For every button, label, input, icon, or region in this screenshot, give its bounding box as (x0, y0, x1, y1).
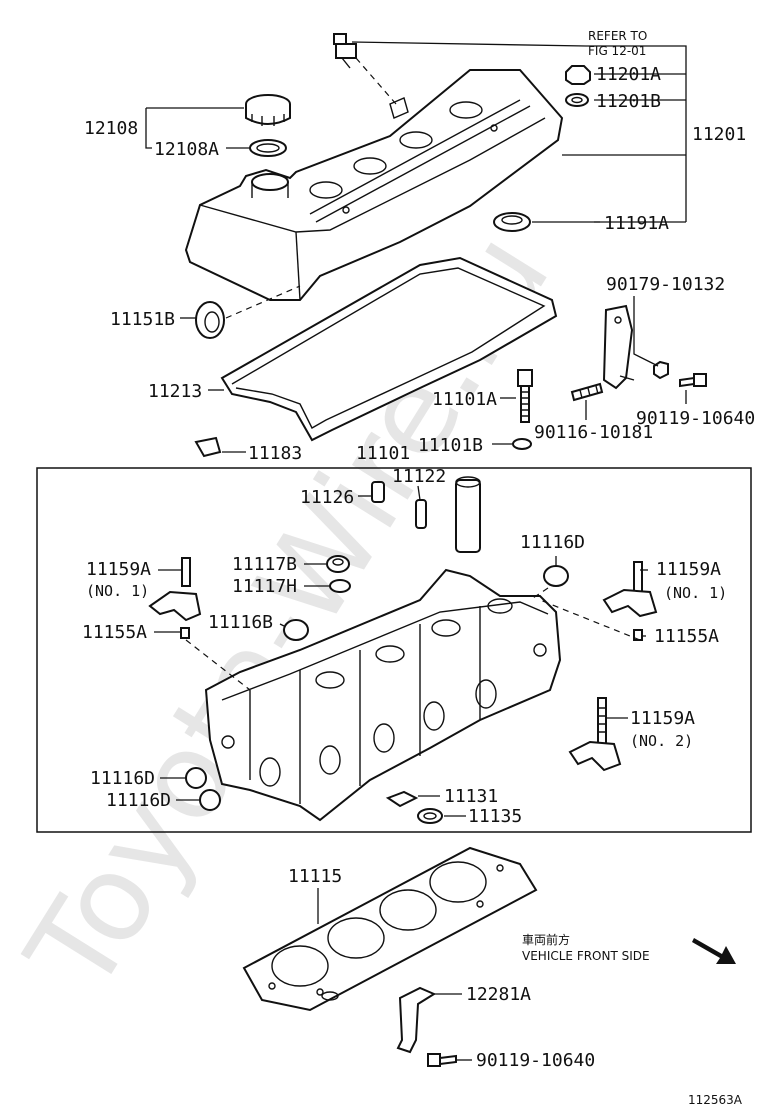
oil-filler-cap-part[interactable] (245, 94, 291, 126)
label-90179-10132[interactable]: 90179-10132 (606, 274, 725, 295)
leader-lines (145, 41, 687, 1061)
label-11159A-left-sub: (NO. 1) (86, 582, 149, 600)
vehicle-front-jp: 車両前方 (522, 932, 570, 947)
label-11131[interactable]: 11131 (444, 786, 498, 807)
label-11213[interactable]: 11213 (148, 381, 202, 402)
knock-pin-right[interactable] (633, 629, 643, 641)
label-11126[interactable]: 11126 (300, 487, 354, 508)
refer-to-line1: REFER TO (588, 29, 647, 43)
label-11155A-left[interactable]: 11155A (82, 622, 147, 643)
label-90116-10181[interactable]: 90116-10181 (534, 422, 653, 443)
spark-plug-tube-part[interactable] (455, 476, 481, 553)
label-11155A-right[interactable]: 11155A (654, 626, 719, 647)
label-11159A-no2-sub: (NO. 2) (630, 732, 693, 750)
label-11116B[interactable]: 11116B (208, 612, 273, 633)
label-11191A[interactable]: 11191A (604, 213, 669, 234)
label-11101B[interactable]: 11101B (418, 435, 483, 456)
label-11159A-right[interactable]: 11159A (656, 559, 721, 580)
vehicle-front-arrow-icon (692, 938, 736, 964)
label-11101[interactable]: 11101 (356, 443, 410, 464)
cap-gasket-part[interactable] (249, 139, 287, 157)
label-11159A-left[interactable]: 11159A (86, 559, 151, 580)
plug-11116D-b[interactable] (199, 789, 221, 811)
sensor-part[interactable] (333, 33, 357, 69)
label-11117H[interactable]: 11117H (232, 576, 297, 597)
label-11159A-no2[interactable]: 11159A (630, 708, 695, 729)
label-11183[interactable]: 11183 (248, 443, 302, 464)
cylinder-head-cover-part[interactable] (184, 69, 564, 301)
label-11201[interactable]: 11201 (692, 124, 746, 145)
bearing-cap-no2-part[interactable] (568, 697, 622, 772)
label-11201A[interactable]: 11201A (596, 64, 661, 85)
label-90119-10640-upper[interactable]: 90119-10640 (636, 408, 755, 429)
seal-11135[interactable] (417, 808, 443, 824)
engine-hanger-part[interactable] (396, 986, 437, 1054)
spark-plug-tube-gasket-part[interactable] (493, 212, 531, 232)
label-11135[interactable]: 11135 (468, 806, 522, 827)
dowel-pin-11126[interactable] (371, 481, 385, 503)
label-11116D-top[interactable]: 11116D (520, 532, 585, 553)
label-11117B[interactable]: 11117B (232, 554, 297, 575)
label-11116D-a[interactable]: 11116D (90, 768, 155, 789)
label-11115[interactable]: 11115 (288, 866, 342, 887)
label-11201B[interactable]: 11201B (596, 91, 661, 112)
plug-11116B[interactable] (283, 619, 309, 641)
cover-washer-part[interactable] (565, 93, 589, 107)
label-11116D-b[interactable]: 11116D (106, 790, 171, 811)
stud-bolt-part[interactable] (570, 382, 604, 402)
label-90119-10640-lower[interactable]: 90119-10640 (476, 1050, 595, 1071)
dowel-pin-11122[interactable] (415, 499, 427, 529)
label-11159A-right-sub: (NO. 1) (664, 584, 727, 602)
label-11151B[interactable]: 11151B (110, 309, 175, 330)
bracket-bolt-part[interactable] (679, 373, 707, 388)
head-bolt-washer-part[interactable] (512, 438, 532, 450)
hanger-bolt-part[interactable] (427, 1053, 457, 1067)
cover-nut-part[interactable] (565, 65, 591, 85)
bearing-cap-right-part[interactable] (602, 561, 658, 618)
cylinder-head-gasket-part[interactable] (242, 846, 538, 1012)
head-cover-gasket-part[interactable] (220, 256, 558, 442)
engine-hanger-bracket-part[interactable] (602, 304, 635, 390)
figure-id: 112563A (688, 1093, 743, 1107)
vehicle-front-en: VEHICLE FRONT SIDE (522, 949, 650, 963)
label-11101A[interactable]: 11101A (432, 389, 497, 410)
label-11122[interactable]: 11122 (392, 466, 446, 487)
plug-11116D-a[interactable] (185, 767, 207, 789)
label-12108[interactable]: 12108 (84, 118, 138, 139)
bearing-cap-left-part[interactable] (148, 557, 202, 622)
plug-11116D-top[interactable] (543, 565, 569, 587)
half-moon-plug-part[interactable] (194, 436, 222, 458)
plug-11117B[interactable] (326, 555, 350, 573)
oil-seal-part[interactable] (195, 301, 225, 339)
cylinder-head-part[interactable] (204, 568, 562, 822)
label-12108A[interactable]: 12108A (154, 139, 219, 160)
cylinder-head-assembly-box (36, 467, 752, 833)
label-12281A[interactable]: 12281A (466, 984, 531, 1005)
alignment-dashed-lines (185, 57, 641, 691)
gasket-11117H[interactable] (329, 579, 351, 593)
head-bolt-part[interactable] (517, 369, 533, 423)
seal-11131[interactable] (385, 790, 419, 808)
refer-to-line2[interactable]: FIG 12-01 (588, 44, 646, 58)
knock-pin-left[interactable] (180, 627, 190, 639)
